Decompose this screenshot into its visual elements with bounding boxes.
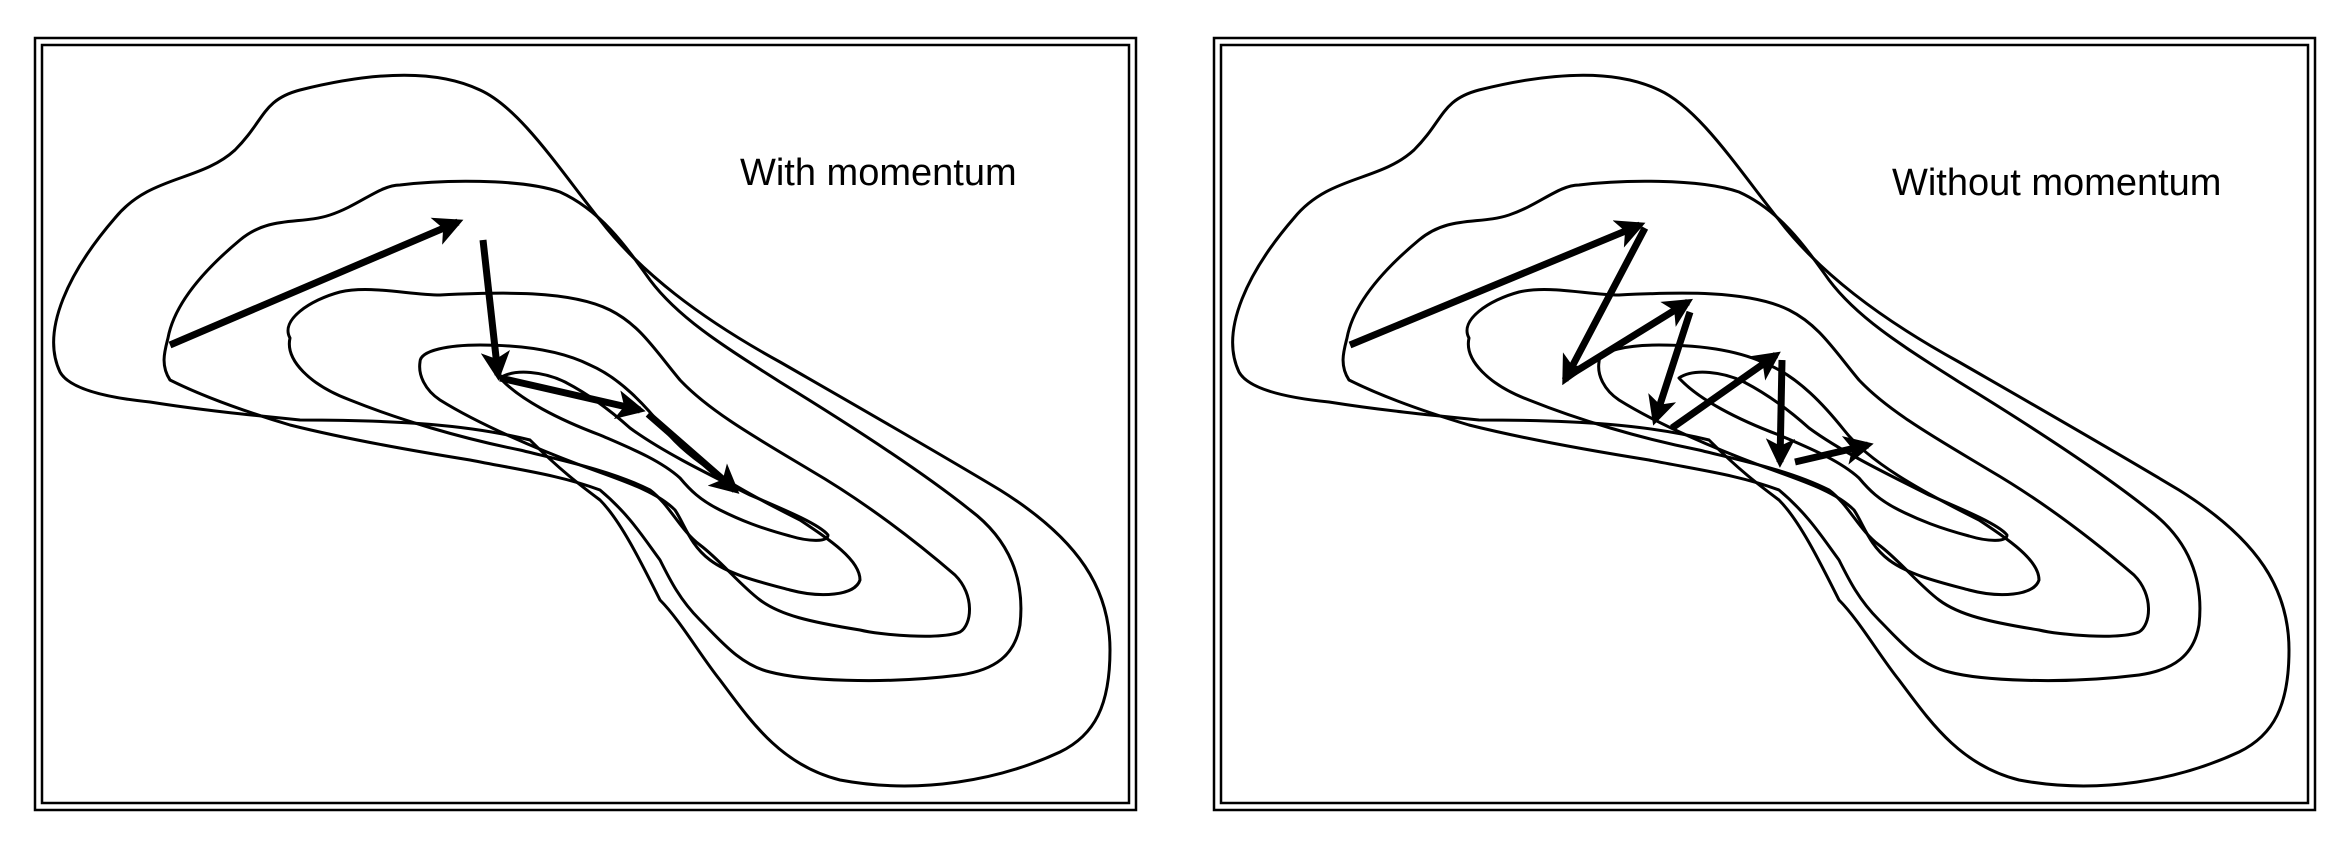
step-arrow: [1648, 310, 1694, 426]
step-arrow: [645, 411, 740, 494]
descent-path-no-momentum: [1348, 220, 1874, 468]
panel-label: With momentum: [740, 152, 1017, 194]
step-arrow: [1794, 436, 1874, 466]
panel-frame-outer: [1212, 36, 2317, 812]
step-arrow: [1765, 359, 1796, 468]
panel-frame-inner: [40, 43, 1131, 805]
descent-path-momentum: [168, 217, 740, 494]
step-arrow: [1669, 351, 1781, 431]
step-arrow: [168, 217, 464, 349]
step-arrow: [1348, 220, 1646, 349]
step-arrow: [499, 374, 646, 420]
step-arrow: [1563, 298, 1694, 381]
panel-frame-outer: [33, 36, 1138, 812]
panel-frame-inner: [1219, 43, 2310, 805]
panel-without-momentum: Without momentum: [1212, 36, 2317, 812]
step-arrow: [479, 239, 511, 381]
panel-label: Without momentum: [1892, 162, 2221, 204]
panel-with-momentum: With momentum: [33, 36, 1138, 812]
step-arrow: [1561, 226, 1649, 386]
